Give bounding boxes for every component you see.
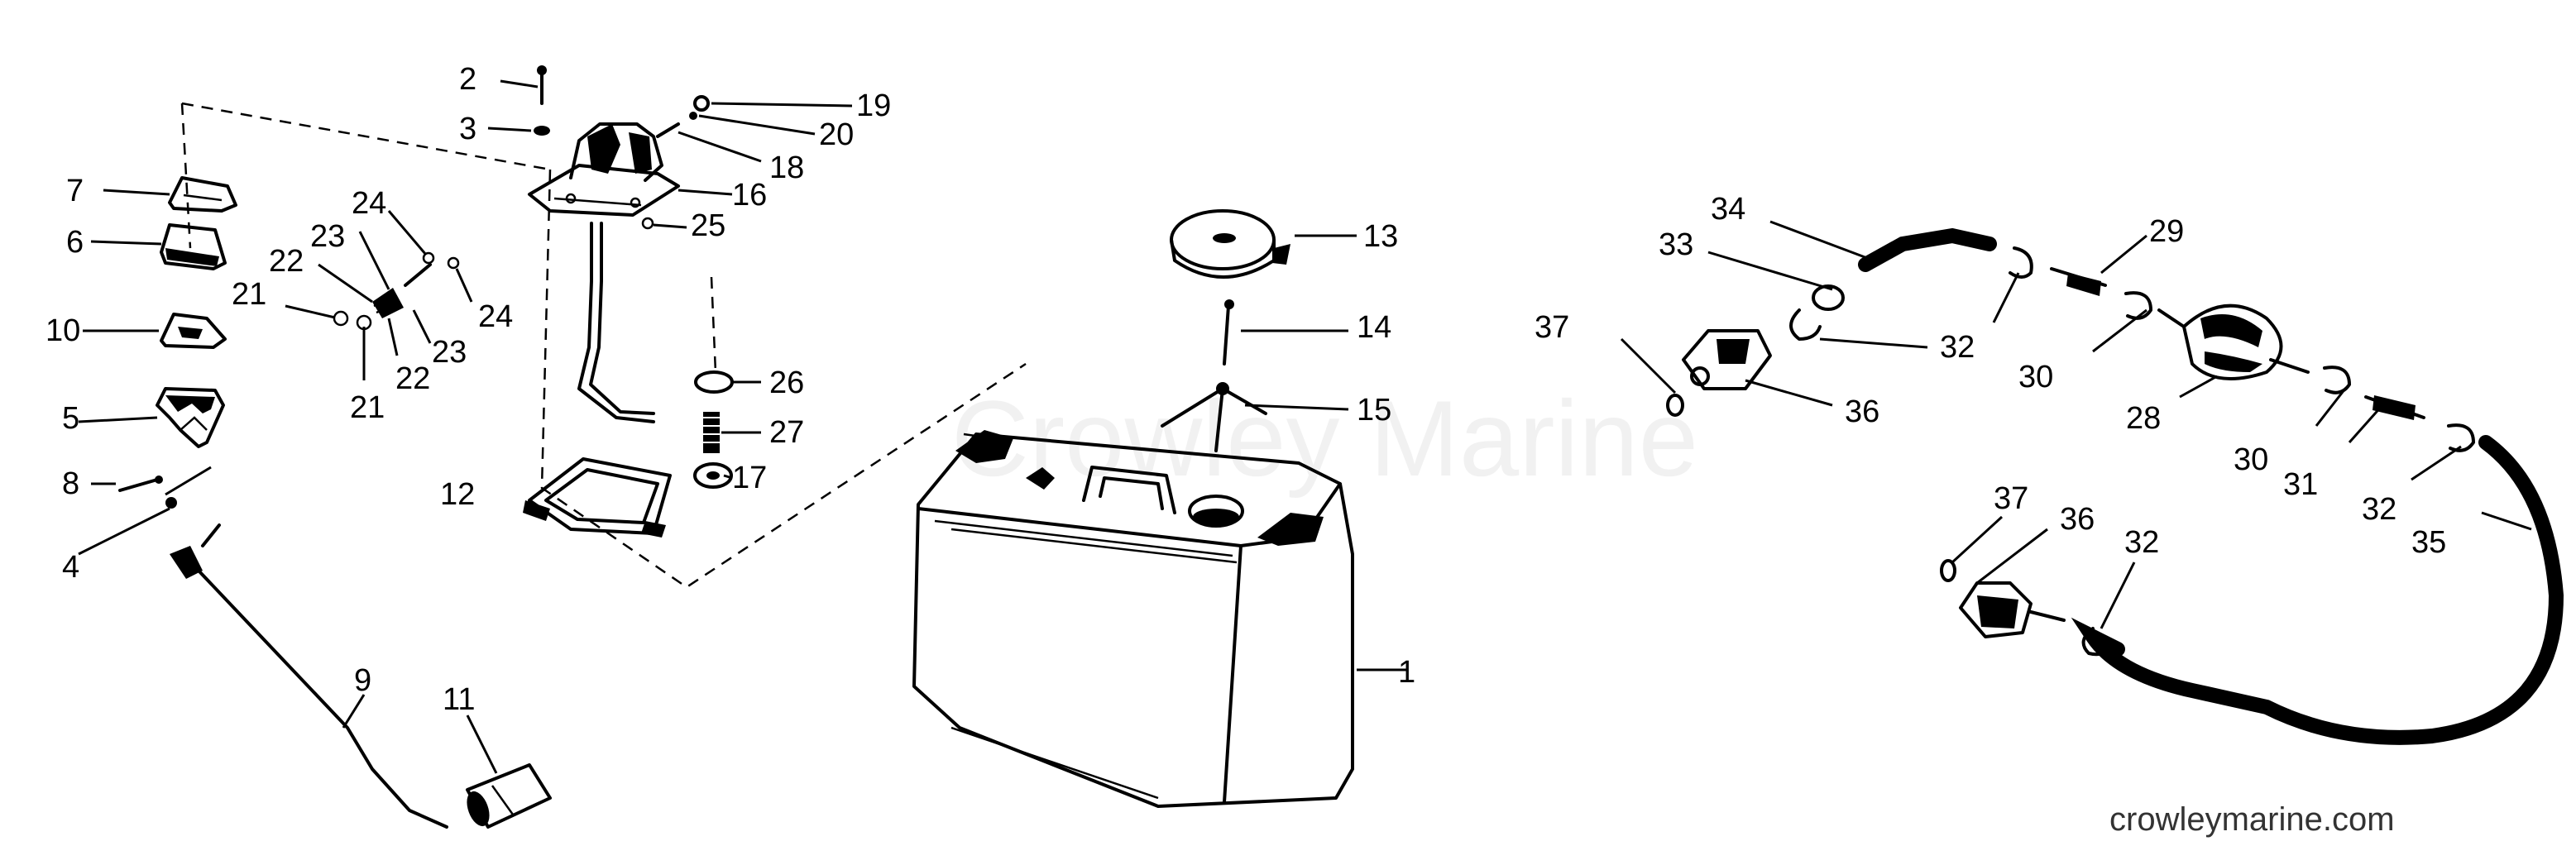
part-6-cover <box>160 223 227 270</box>
callout-30b: 30 <box>2234 442 2268 477</box>
callout-29: 29 <box>2149 214 2184 249</box>
callout-36a: 36 <box>1845 394 1879 429</box>
callout-9: 9 <box>354 663 371 698</box>
website-label: crowleymarine.com <box>2109 801 2395 838</box>
part-16-gauge-housing <box>528 122 680 217</box>
callout-32a: 32 <box>1940 330 1975 365</box>
callout-2: 2 <box>459 62 476 97</box>
part-14-screw <box>1223 299 1234 366</box>
callout-16: 16 <box>732 178 767 213</box>
callout-19: 19 <box>856 88 891 123</box>
part-34-hose <box>1858 227 1997 272</box>
watermark: Crowley Marine <box>951 378 1698 499</box>
callout-27: 27 <box>769 415 804 450</box>
part-28-primer-bulb <box>2157 303 2310 380</box>
callout-21a: 21 <box>232 277 266 312</box>
part-32-clamp-lower <box>2081 627 2111 657</box>
part-7-gasket <box>168 176 237 213</box>
callout-25: 25 <box>691 208 725 243</box>
callout-12: 12 <box>440 477 475 512</box>
part-4-nut <box>165 497 177 509</box>
callout-23a: 23 <box>310 219 345 254</box>
callout-32c: 32 <box>2124 525 2159 560</box>
explosion-lines <box>180 102 1027 589</box>
callout-11: 11 <box>443 682 475 717</box>
callout-labels: 1 2 3 4 5 6 7 8 9 10 11 12 13 14 15 16 1… <box>45 62 2446 717</box>
callout-22a: 22 <box>269 244 304 279</box>
part-12-gasket <box>523 457 672 538</box>
part-32-clamp-right <box>2447 423 2475 452</box>
callout-14: 14 <box>1357 310 1391 345</box>
callout-6: 6 <box>66 225 84 260</box>
callout-35: 35 <box>2411 525 2446 560</box>
part-27-spring <box>703 412 720 453</box>
callout-37a: 37 <box>1535 310 1569 345</box>
part-11-float <box>466 763 552 829</box>
callout-24a: 24 <box>352 186 386 221</box>
part-5-bracket <box>156 387 225 448</box>
part-10-clip <box>160 313 227 349</box>
part-33-fitting <box>1812 284 1845 311</box>
callout-21b: 21 <box>350 390 385 425</box>
part-1-fuel-tank <box>912 430 1354 808</box>
callout-36b: 36 <box>2060 502 2095 537</box>
callout-10: 10 <box>45 313 80 348</box>
callout-20: 20 <box>819 117 854 152</box>
part-20-washer <box>689 112 697 120</box>
part-31-fitting <box>2364 395 2425 420</box>
part-2-bolt <box>537 65 547 105</box>
callout-22b: 22 <box>395 361 430 396</box>
callout-31: 31 <box>2283 467 2318 502</box>
part-21-22-23-24-spring-set <box>333 251 460 331</box>
leader-lines <box>78 79 2532 774</box>
callout-1: 1 <box>1398 655 1415 690</box>
part-30-clamp-lower <box>2323 366 2351 394</box>
callout-23b: 23 <box>432 335 467 370</box>
callout-5: 5 <box>62 401 79 436</box>
callout-26: 26 <box>769 366 804 400</box>
part-30-clamp-upper <box>2124 291 2152 320</box>
callout-18: 18 <box>769 151 804 185</box>
part-25-ball <box>641 217 654 230</box>
callout-3: 3 <box>459 112 476 146</box>
part-37-oring-lower <box>1940 559 1956 582</box>
callout-34: 34 <box>1711 192 1745 227</box>
part-32-clamp-upper <box>2009 246 2033 279</box>
callout-33: 33 <box>1659 227 1693 262</box>
callout-7: 7 <box>66 174 84 208</box>
callout-32b: 32 <box>2362 492 2396 527</box>
part-13-tank-cap <box>1170 209 1290 279</box>
part-9-float-rod <box>170 523 448 829</box>
part-36-connector-upper <box>1682 329 1772 390</box>
part-17-cap <box>693 462 733 489</box>
callout-4: 4 <box>62 550 79 585</box>
part-32-clamp-mid <box>1789 308 1822 341</box>
callout-17: 17 <box>732 461 767 495</box>
callout-8: 8 <box>62 466 79 501</box>
part-35-hose <box>2071 435 2564 745</box>
part-36-connector-lower <box>1959 581 2066 638</box>
part-16-tube <box>577 222 655 423</box>
callout-15: 15 <box>1357 393 1391 428</box>
callout-13: 13 <box>1363 219 1398 254</box>
part-29-fitting <box>2050 267 2107 296</box>
part-37-oring-upper <box>1666 394 1684 417</box>
part-3-washer <box>534 126 550 136</box>
callout-30a: 30 <box>2018 360 2053 394</box>
callout-24b: 24 <box>478 299 513 334</box>
part-19-nut <box>693 95 710 112</box>
part-8-screw <box>118 476 163 492</box>
part-26-seal <box>694 370 734 394</box>
callout-28: 28 <box>2126 401 2161 436</box>
callout-37b: 37 <box>1994 481 2028 516</box>
